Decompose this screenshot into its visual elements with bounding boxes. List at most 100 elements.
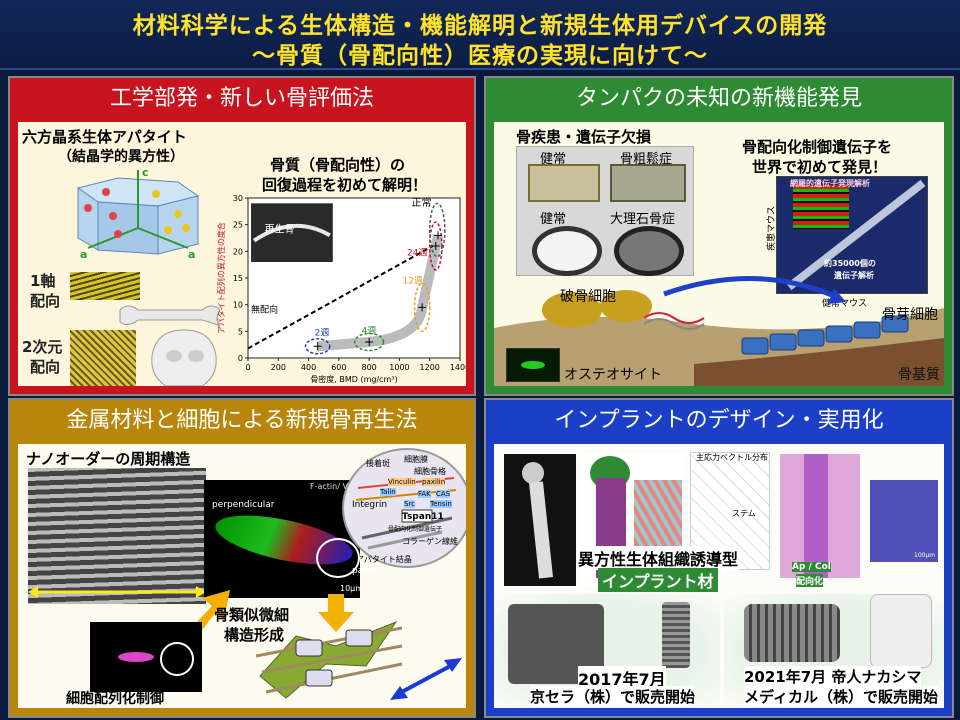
label-factin: F-actin/ Vinculin xyxy=(310,482,375,491)
nano-title: ナノオーダーの周期構造 xyxy=(26,450,191,468)
period-arrow xyxy=(28,586,206,598)
label-osteocyte: オステオサイト xyxy=(564,367,662,383)
panel-title: 工学部発・新しい骨評価法 xyxy=(109,86,374,111)
label-ap-col: Ap / Col xyxy=(792,562,831,572)
osteoporosis-vertebra-image xyxy=(610,164,686,202)
y-tick-label: 5 xyxy=(238,327,243,336)
label-normal-2: 健常 xyxy=(540,212,567,227)
label-integrin: Integrin xyxy=(352,500,388,510)
gene-array-plot xyxy=(776,176,928,294)
x-tick-label: 800 xyxy=(362,363,377,372)
label-src: Src xyxy=(404,500,416,508)
y-tick-label: 30 xyxy=(233,194,243,203)
x-tick-label: 1400 xyxy=(450,363,466,372)
label-apatite-crystal: アパタイト結晶 xyxy=(356,555,412,564)
panel-bottom-right: インプラントのデザイン・実用化 主応力ベクトル分布 ステム 100μm Ap /… xyxy=(484,398,954,718)
label-fak: FAK xyxy=(418,490,431,498)
biaxial-label: 2次元 xyxy=(22,338,63,356)
ellipse-2w xyxy=(304,338,331,355)
label-cell-membrane: 細胞膜 xyxy=(404,455,428,464)
x-tick-label: 0 xyxy=(245,363,250,372)
long-bone-image xyxy=(119,305,221,327)
highlight-circle xyxy=(316,538,360,578)
product1-text: 京セラ（株）で販売開始 xyxy=(530,686,696,707)
label-adhesion: 接着斑 xyxy=(366,459,390,468)
label-tensin: Tensin xyxy=(430,500,452,508)
uniaxial-crystal-image xyxy=(70,272,140,300)
label-normal-1: 健常 xyxy=(540,152,567,167)
product2-date: 2021年7月 帝人ナカシマ xyxy=(744,666,922,687)
discovery-title: 骨配向化制御遺伝子を xyxy=(742,138,893,156)
implant-subtitle: インプラント材 xyxy=(598,568,718,592)
hexagonal-prism-diagram xyxy=(76,170,200,255)
label-cytoskeleton: 細胞骨格 xyxy=(414,467,446,476)
histology-image xyxy=(780,454,860,578)
label-parallel: paral xyxy=(352,566,375,576)
panel-body: 主応力ベクトル分布 ステム 100μm Ap / Col 配向化 異方性生体組織… xyxy=(494,444,944,708)
panel-title: インプラントのデザイン・実用化 xyxy=(554,408,884,433)
x-tick-label: 400 xyxy=(301,363,316,372)
ellipse-4w xyxy=(354,332,385,352)
label-tspan11: Tspan11 xyxy=(402,512,444,522)
x-tick-label: 1000 xyxy=(389,363,409,372)
normal-vertebra-image xyxy=(528,164,600,202)
skull-image xyxy=(151,329,217,386)
product2-cage-image xyxy=(744,604,840,662)
x-tick-label: 200 xyxy=(271,363,286,372)
cell-alignment-image xyxy=(90,622,202,692)
bone-like-title: 骨類似微細 xyxy=(214,606,290,624)
label-4-weeks: 4週 xyxy=(362,325,377,336)
label-no-orientation: 無配向 xyxy=(251,304,278,316)
biaxial-label-2: 配向 xyxy=(30,358,61,376)
array-axis-y: 疾患マウス xyxy=(767,205,778,252)
uniaxial-label-2: 配向 xyxy=(30,292,61,310)
label-scale-100um: 100μm xyxy=(914,552,936,559)
y-tick-label: 25 xyxy=(233,221,243,230)
label-vector: 主応力ベクトル分布 xyxy=(696,453,768,462)
panel-top-left: 工学部発・新しい骨評価法 六方晶系生体アパタイト （結晶学的異方性） c a a… xyxy=(8,76,476,396)
x-tick-label: 600 xyxy=(331,363,346,372)
label-osteoporosis: 骨粗鬆症 xyxy=(620,152,673,167)
osteopetrosis-cross-section-image xyxy=(614,226,684,276)
label-gene: 骨配向化制御遺伝子 xyxy=(388,526,443,533)
normal-cross-section-image xyxy=(532,226,602,276)
label-talin: Talin xyxy=(380,488,396,496)
axis-a1-label: a xyxy=(80,248,88,261)
scatter-diagonal xyxy=(786,179,926,291)
axis-c-label: c xyxy=(142,166,149,179)
aligned-bone-tissue-drawing xyxy=(256,620,403,699)
main-title: 材料科学による生体構造・機能解明と新規生体用デバイスの開発 xyxy=(132,13,828,39)
bone-remodeling-diagram xyxy=(494,276,944,386)
ellipse-12w xyxy=(413,282,431,333)
panel-title: タンパクの未知の新機能発見 xyxy=(575,86,862,111)
label-osteopetrosis: 大理石骨症 xyxy=(610,212,676,227)
osteocyte-image xyxy=(506,348,560,382)
panel-body: 骨疾患・遺伝子欠損 健常 骨粗鬆症 健常 大理石骨症 骨配向化制御遺伝子を 世界… xyxy=(494,122,944,386)
cell-align-title: 細胞配列化制御 xyxy=(66,691,164,707)
axis-a2-label: a xyxy=(188,248,196,261)
heatmap-image xyxy=(793,185,849,229)
recovery-subtitle: 回復過程を初めて解明！ xyxy=(262,176,428,194)
label-collagen: コラーゲン線維 xyxy=(402,537,458,546)
panel-top-right: タンパクの未知の新機能発見 骨疾患・遺伝子欠損 健常 骨粗鬆症 健常 大理石骨症… xyxy=(484,76,954,396)
reference-dashed-line xyxy=(247,245,434,350)
label-normal: 正常 xyxy=(412,196,432,209)
adhesion-molecular-diagram xyxy=(342,448,466,568)
array-axis-x: 健常マウス xyxy=(822,299,868,309)
array-count-2: 遺伝子解析 xyxy=(834,271,874,280)
discovery-subtitle: 世界で初めて発見！ xyxy=(752,158,888,176)
product2-text: メディカル（株）で販売開始 xyxy=(744,686,938,707)
label-matrix: 骨基質 xyxy=(898,367,940,383)
main-subtitle: ～骨質（骨配向性）医療の実現に向けて～ xyxy=(252,43,708,69)
x-axis-label: 骨密度, BMD (mg/cm³) xyxy=(310,374,397,384)
ellipse-normal xyxy=(428,202,446,258)
label-12-weeks: 12週 xyxy=(402,275,422,286)
inset-label: 再生骨 xyxy=(265,223,295,236)
label-osteoblast: 骨芽細胞 xyxy=(882,307,938,323)
array-label: 網羅的遺伝子発現解析 xyxy=(790,179,870,188)
biaxial-crystal-image xyxy=(70,330,136,386)
label-osteoclast: 破骨細胞 xyxy=(560,289,616,305)
y-tick-label: 0 xyxy=(238,354,243,363)
ellipse-24w xyxy=(428,221,443,271)
